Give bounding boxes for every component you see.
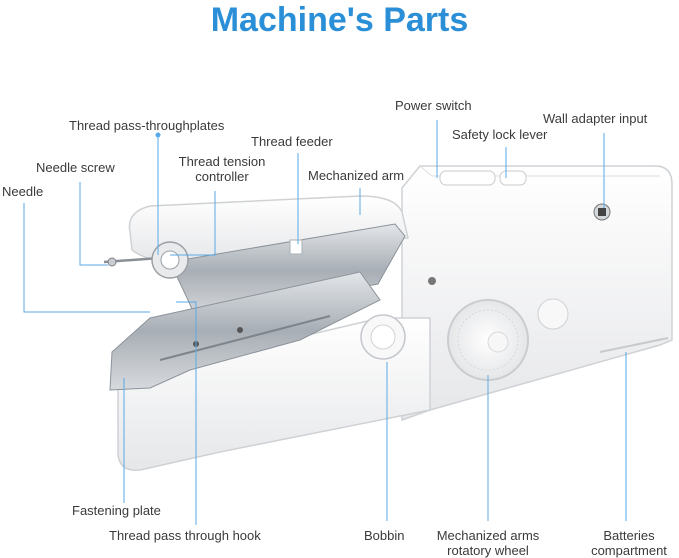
label-thread-feeder: Thread feeder [251,134,333,149]
label-mechanized-arm: Mechanized arm [308,168,405,183]
label-fastening-plate: Fastening plate [72,503,161,518]
label-mechanized-arms-rotatory-wheel: Mechanized arms rotatory wheel [436,528,540,558]
label-bobbin: Bobbin [364,528,405,543]
label-thread-tension-controller: Thread tension controller [178,154,266,184]
label-needle: Needle [2,184,44,199]
label-needle-screw: Needle screw [36,160,115,175]
label-safety-lock-lever: Safety lock lever [452,127,548,142]
fastening-plate [109,271,381,391]
leader-lines [23,120,627,525]
page-title: Machine's Parts [210,1,469,39]
label-thread-pass-through-hook: Thread pass through hook [109,528,261,543]
label-batteries-compartment: Batteries compartment [591,528,667,558]
machine-body [401,165,673,422]
label-wall-adapter-input: Wall adapter input [543,111,648,126]
power-switch [439,170,496,186]
label-power-switch: Power switch [395,98,472,113]
label-thread-pass-throughplates: Thread pass-throughplates [69,118,225,133]
